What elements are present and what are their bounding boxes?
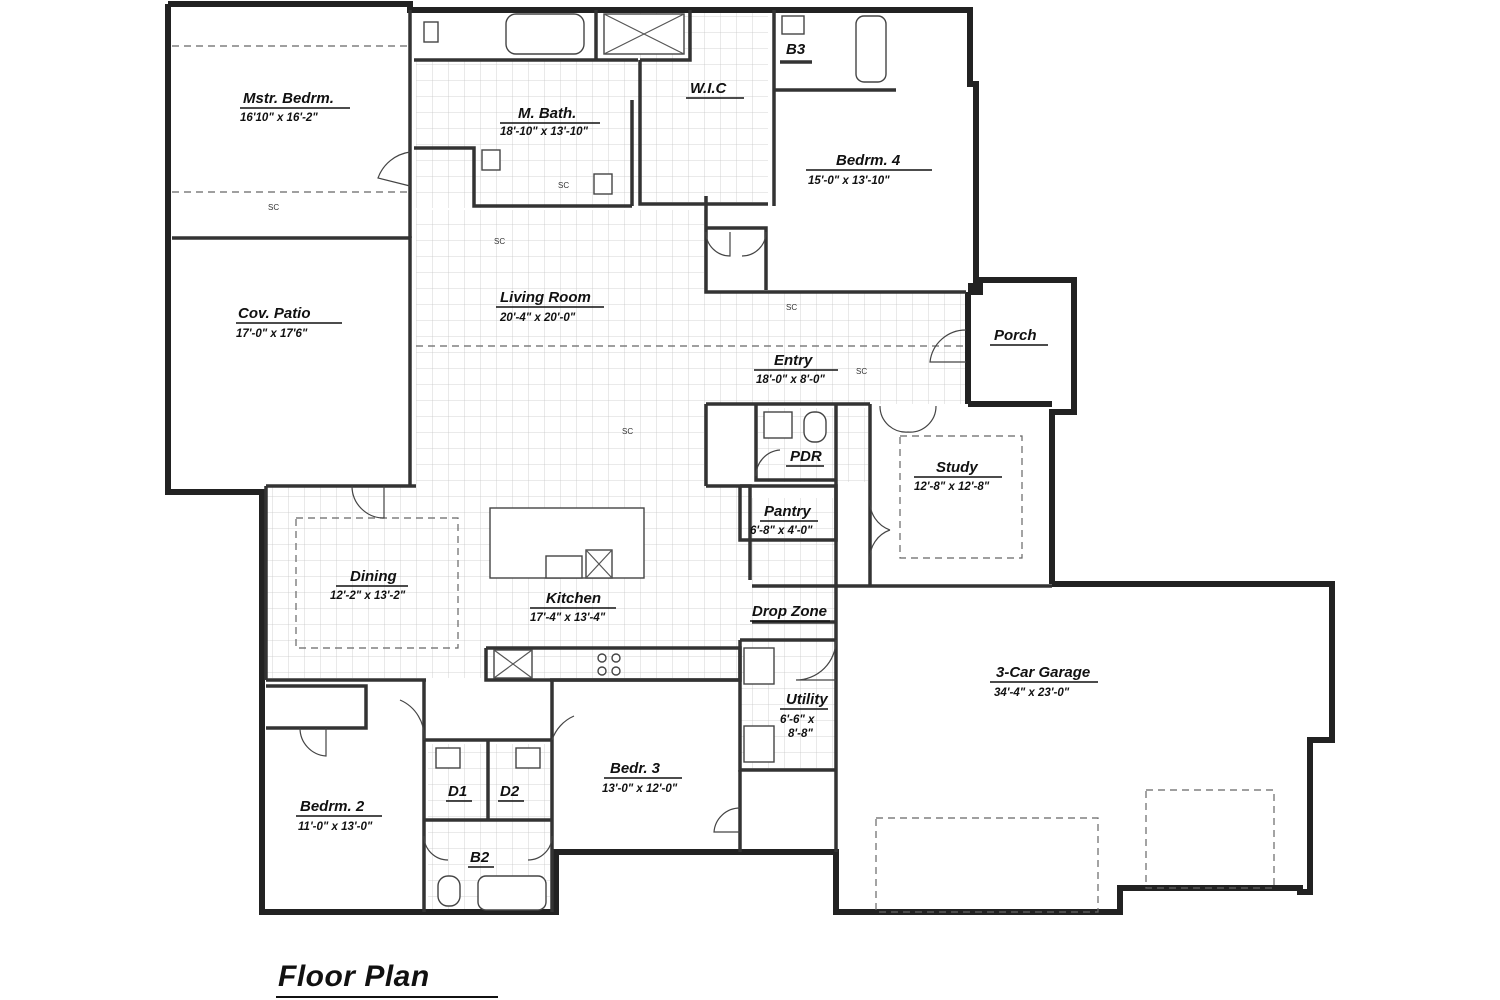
room-size: 17'-4" x 13'-4" — [530, 612, 606, 624]
room-name: D1 — [448, 783, 467, 800]
room-size: 12'-8" x 12'-8" — [914, 481, 990, 493]
room-size: 15'-0" x 13'-10" — [808, 175, 890, 187]
room-size: 17'-0" x 17'6" — [236, 328, 308, 340]
room-name: B2 — [470, 849, 490, 866]
room-name: Bedrm. 4 — [836, 152, 901, 169]
room-kitchen: Kitchen 17'-4" x 13'-4" — [530, 590, 616, 624]
room-living-room: Living Room 20'-4" x 20'-0" — [496, 289, 604, 324]
room-garage: 3-Car Garage 34'-4" x 23'-0" — [990, 664, 1098, 699]
room-size: 18'-0" x 8'-0" — [756, 374, 825, 386]
room-master-bath: M. Bath. 18'-10" x 13'-10" — [500, 105, 600, 138]
room-study: Study 12'-8" x 12'-8" — [914, 459, 1002, 493]
room-size: 13'-0" x 12'-0" — [602, 783, 678, 795]
door-swings — [299, 151, 967, 861]
room-name: PDR — [790, 448, 822, 465]
room-name: Drop Zone — [752, 603, 827, 620]
room-name: Bedr. 3 — [610, 760, 661, 777]
room-size-line2: 8'-8" — [788, 728, 813, 740]
room-name: Pantry — [764, 503, 811, 520]
room-porch: Porch — [990, 327, 1048, 346]
room-size: 6'-8" x 4'-0" — [750, 525, 813, 537]
sc-marker: SC — [622, 427, 633, 436]
room-name: Kitchen — [546, 590, 601, 607]
room-b2: B2 — [468, 849, 494, 868]
ceiling-lines — [172, 45, 1275, 913]
sc-marker: SC — [558, 181, 569, 190]
smoke-markers: SC SC SC SC SC SC — [268, 181, 867, 436]
room-covered-patio: Cov. Patio 17'-0" x 17'6" — [236, 305, 342, 340]
room-d2: D2 — [498, 783, 524, 802]
room-size-line1: 6'-6" x — [780, 714, 815, 726]
room-name: W.I.C — [690, 80, 728, 97]
room-bedroom-2: Bedrm. 2 11'-0" x 13'-0" — [296, 798, 382, 833]
room-dining: Dining 12'-2" x 13'-2" — [330, 568, 408, 602]
kitchen-island — [489, 507, 645, 579]
room-size: 34'-4" x 23'-0" — [994, 687, 1070, 699]
tile-floor — [266, 12, 966, 912]
room-size: 18'-10" x 13'-10" — [500, 126, 589, 138]
room-pdr: PDR — [786, 448, 824, 467]
room-master-bedroom: Mstr. Bedrm. 16'10" x 16'-2" — [240, 90, 350, 124]
plan-title: Floor Plan — [278, 960, 430, 993]
interior-walls — [172, 10, 1052, 912]
room-bedroom-4: Bedrm. 4 15'-0" x 13'-10" — [806, 152, 932, 187]
room-name: Bedrm. 2 — [300, 798, 365, 815]
sc-marker: SC — [494, 237, 505, 246]
room-size: 16'10" x 16'-2" — [240, 112, 318, 124]
room-name: B3 — [786, 41, 806, 58]
room-entry: Entry 18'-0" x 8'-0" — [754, 352, 838, 386]
room-name: Cov. Patio — [238, 305, 311, 322]
room-d1: D1 — [446, 783, 472, 802]
room-b3: B3 — [786, 41, 806, 58]
room-name: 3-Car Garage — [996, 664, 1090, 681]
room-drop-zone: Drop Zone — [750, 603, 830, 622]
bath-fixtures — [423, 13, 887, 911]
room-name: Entry — [774, 352, 813, 369]
room-name: Porch — [994, 327, 1037, 344]
room-utility: Utility 6'-6" x 8'-8" — [780, 691, 828, 740]
room-name: Utility — [786, 691, 828, 708]
sc-marker: SC — [268, 203, 279, 212]
room-name: Dining — [350, 568, 397, 585]
sc-marker: SC — [786, 303, 797, 312]
room-bedroom-3: Bedr. 3 13'-0" x 12'-0" — [602, 760, 682, 795]
room-name: D2 — [500, 783, 520, 800]
room-size: 11'-0" x 13'-0" — [298, 821, 373, 833]
title-underline — [276, 996, 498, 998]
room-name: Study — [936, 459, 978, 476]
room-name: Mstr. Bedrm. — [243, 90, 334, 107]
exterior-walls — [165, 1, 1335, 915]
room-size: 20'-4" x 20'-0" — [499, 312, 576, 324]
kitchen-counter — [493, 649, 621, 679]
sc-marker: SC — [856, 367, 867, 376]
room-size: 12'-2" x 13'-2" — [330, 590, 406, 602]
room-name: M. Bath. — [518, 105, 576, 122]
room-pantry: Pantry 6'-8" x 4'-0" — [750, 503, 818, 537]
room-wic: W.I.C — [686, 80, 744, 99]
room-name: Living Room — [500, 289, 591, 306]
